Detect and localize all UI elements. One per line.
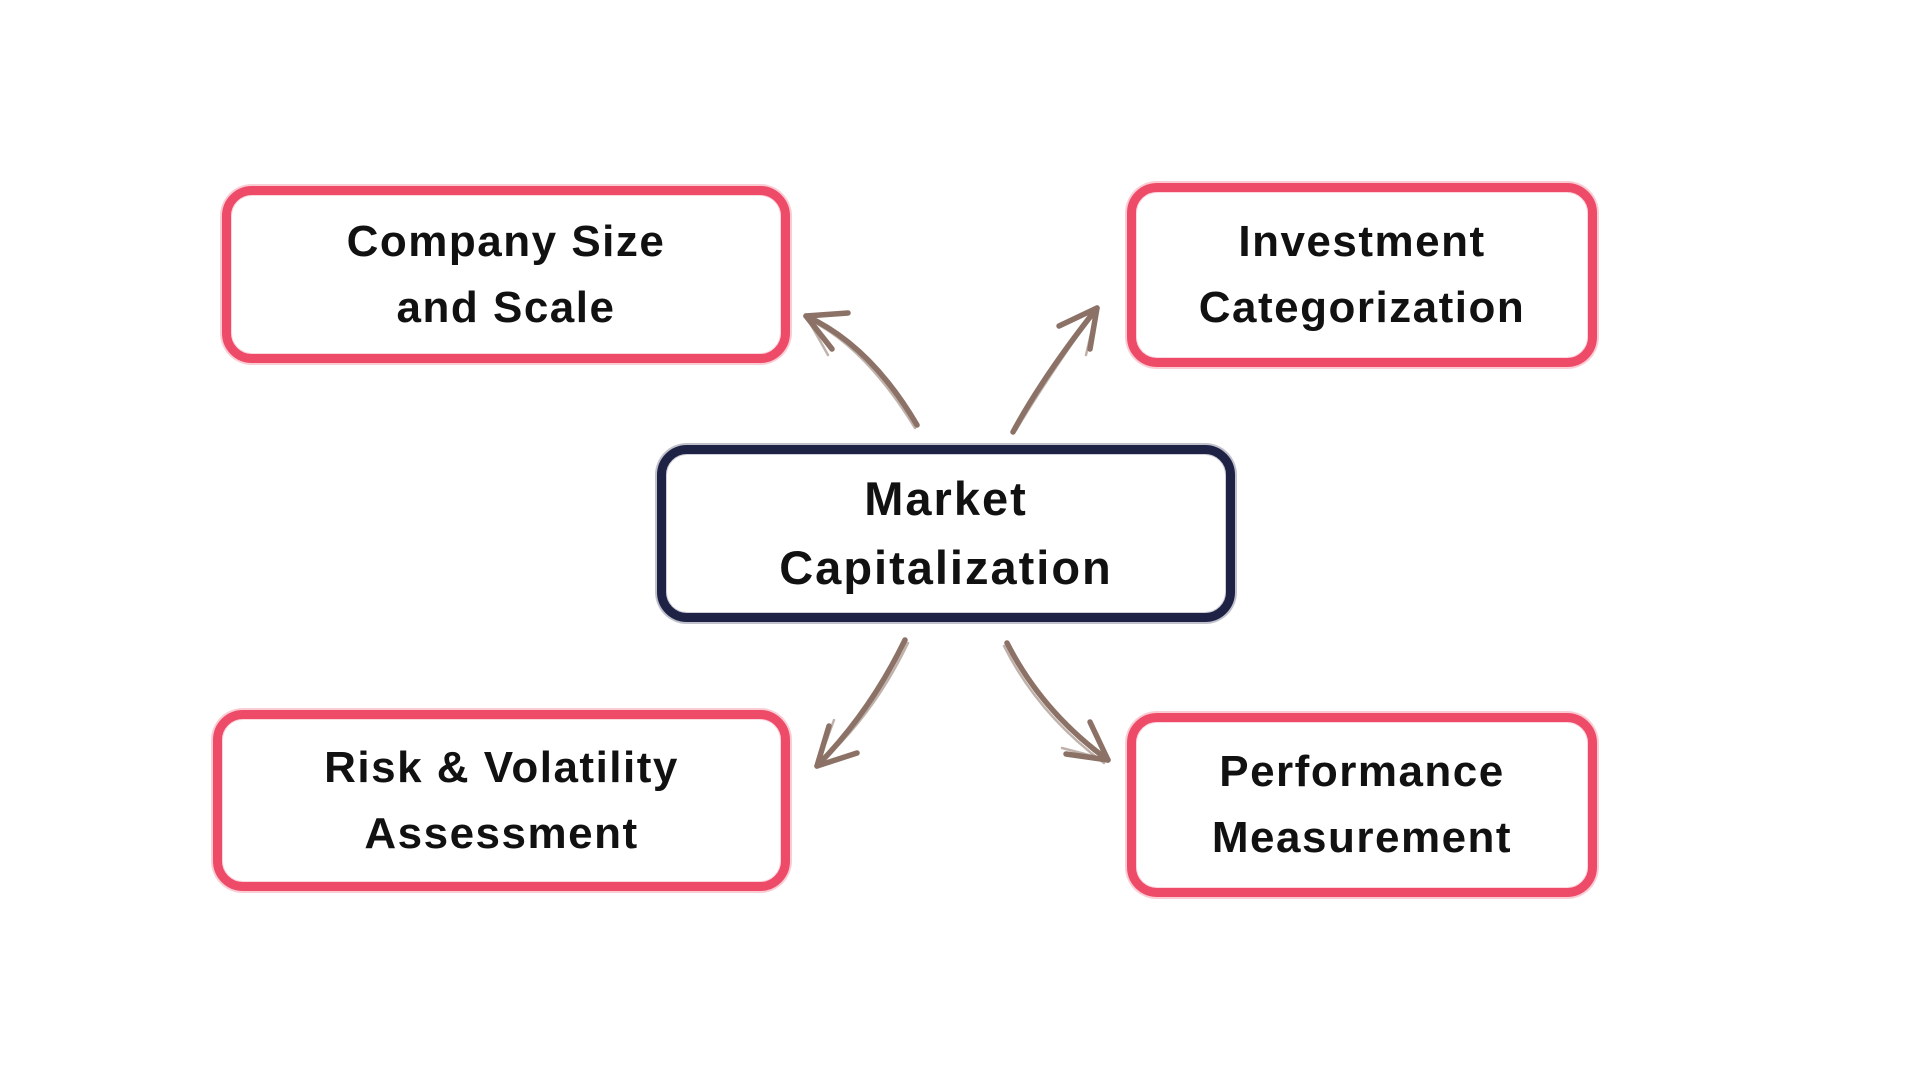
node-risk-volatility-assessment: Risk & Volatility Assessment	[213, 710, 790, 891]
node-label-line: Measurement	[1211, 813, 1513, 862]
node-company-size-and-scale: Company Size and Scale	[222, 186, 790, 363]
arrow-center-to-performance-measurement	[1002, 640, 1111, 765]
node-label-line: Risk & Volatility	[324, 742, 679, 792]
node-label-line: Categorization	[1198, 283, 1526, 332]
node-label-line: Market	[864, 472, 1028, 526]
node-label-line: Company Size	[346, 216, 666, 266]
arrow-center-to-risk-volatility	[814, 637, 910, 769]
arrow-center-to-company-size	[803, 310, 920, 430]
node-label-line: Capitalization	[779, 540, 1113, 594]
arrow-center-to-investment-categorization	[1010, 305, 1100, 435]
node-market-capitalization: Market Capitalization	[657, 445, 1235, 622]
node-label-line: Performance	[1219, 747, 1505, 796]
node-performance-measurement: Performance Measurement	[1127, 713, 1597, 897]
node-investment-categorization: Investment Categorization	[1127, 183, 1597, 367]
node-label-line: Assessment	[364, 808, 639, 858]
node-label-line: and Scale	[396, 282, 616, 332]
node-label-line: Investment	[1238, 217, 1486, 266]
